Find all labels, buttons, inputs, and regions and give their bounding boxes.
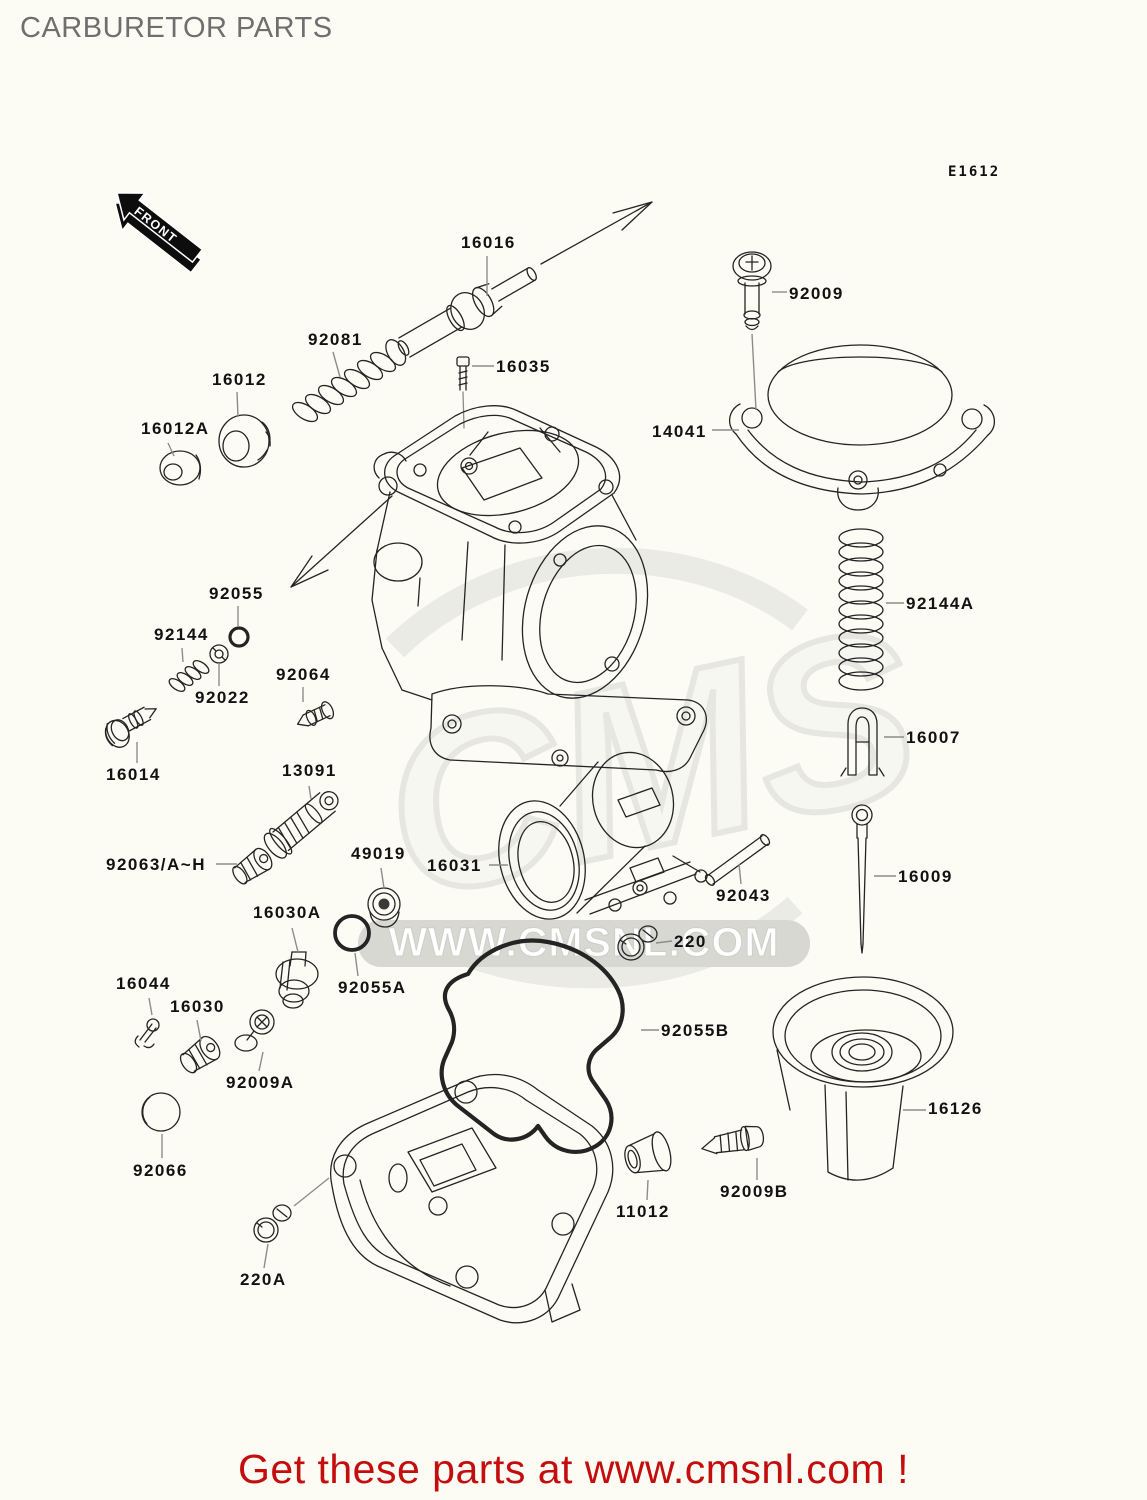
part-49019-art	[367, 887, 401, 928]
part-92081-art	[291, 351, 397, 423]
part-92055A-art	[333, 914, 371, 952]
part-label-92063: 92063/A~H	[106, 855, 206, 874]
part-16126-art	[772, 976, 954, 1181]
part-label-92144A: 92144A	[906, 594, 975, 613]
part-16031-art	[498, 751, 708, 920]
part-label-92144: 92144	[154, 625, 209, 644]
part-92064-art	[296, 701, 335, 727]
cmsnl-band-watermark: WWW.CMSNL.COM	[358, 919, 810, 967]
part-16012A-art	[159, 450, 202, 486]
part-label-16035: 16035	[496, 357, 551, 376]
part-16030-art	[179, 1035, 221, 1074]
part-label-16126: 16126	[928, 1099, 983, 1118]
front-arrow-marker: FRONT	[114, 192, 204, 273]
part-label-92022: 92022	[195, 688, 250, 707]
part-92009-art	[732, 251, 772, 331]
part-label-11012: 11012	[616, 1202, 670, 1221]
part-16007-art	[840, 707, 885, 777]
cms-ghost-watermark: CMS	[359, 547, 942, 989]
part-92009B-art	[701, 1125, 765, 1155]
part-92144-art	[168, 660, 210, 692]
part-label-92064: 92064	[276, 665, 331, 684]
axis-arrow	[290, 201, 653, 588]
part-label-49019: 49019	[351, 844, 406, 863]
part-92055B-art	[439, 938, 625, 1154]
part-label-92055: 92055	[209, 584, 264, 603]
part-16014-art	[104, 706, 157, 748]
diagram-code: E1612	[948, 164, 1001, 180]
page-title: CARBURETOR PARTS	[20, 12, 333, 44]
part-92144A-art	[838, 528, 884, 691]
part-label-92009A: 92009A	[226, 1073, 295, 1092]
part-label-92055A: 92055A	[338, 978, 407, 997]
part-13091-art	[263, 791, 339, 859]
part-92066-art	[141, 1092, 181, 1132]
part-carburetor-body-art	[371, 405, 707, 773]
part-label-16030A: 16030A	[253, 903, 322, 922]
part-label-16030: 16030	[170, 997, 225, 1016]
part-label-16016: 16016	[461, 233, 516, 252]
part-label-16044: 16044	[116, 974, 171, 993]
part-label-92009B: 92009B	[720, 1182, 789, 1201]
band-text: WWW.CMSNL.COM	[388, 919, 779, 965]
part-label-92009: 92009	[789, 284, 844, 303]
part-92063-art	[232, 847, 273, 885]
part-label-13091: 13091	[282, 761, 337, 780]
part-16035-art	[456, 356, 470, 429]
part-16044-art	[134, 1018, 160, 1049]
part-label-16012A: 16012A	[141, 419, 210, 438]
part-220A-art	[253, 1204, 292, 1243]
part-label-92055B: 92055B	[661, 1021, 730, 1040]
part-16016-art	[385, 267, 537, 366]
part-label-16014: 16014	[106, 765, 161, 784]
part-label-92081: 92081	[308, 330, 363, 349]
part-16030A-art	[275, 951, 319, 1009]
part-label-16007: 16007	[906, 728, 961, 747]
part-220-art	[617, 925, 658, 961]
cmsnl-footer-link[interactable]: Get these parts at www.cmsnl.com !	[238, 1446, 909, 1492]
part-label-92043: 92043	[716, 886, 771, 905]
part-16012-art	[218, 414, 271, 468]
leader-lines	[136, 256, 926, 1269]
part-label-16012: 16012	[212, 370, 267, 389]
part-label-220: 220	[674, 932, 707, 951]
part-label-16031: 16031	[427, 856, 482, 875]
part-label-92066: 92066	[133, 1161, 188, 1180]
part-label-16009: 16009	[898, 867, 953, 886]
part-92055-art	[228, 626, 250, 648]
part-92009A-art	[234, 1009, 275, 1052]
part-label-14041: 14041	[652, 422, 707, 441]
part-92022-art	[209, 644, 229, 664]
part-14041-art	[729, 344, 995, 511]
part-11012-art	[624, 1131, 672, 1174]
part-float-bowl-art	[330, 1073, 614, 1324]
part-92043-art	[704, 834, 771, 886]
part-16009-art	[851, 804, 873, 954]
part-label-220A: 220A	[240, 1270, 287, 1289]
